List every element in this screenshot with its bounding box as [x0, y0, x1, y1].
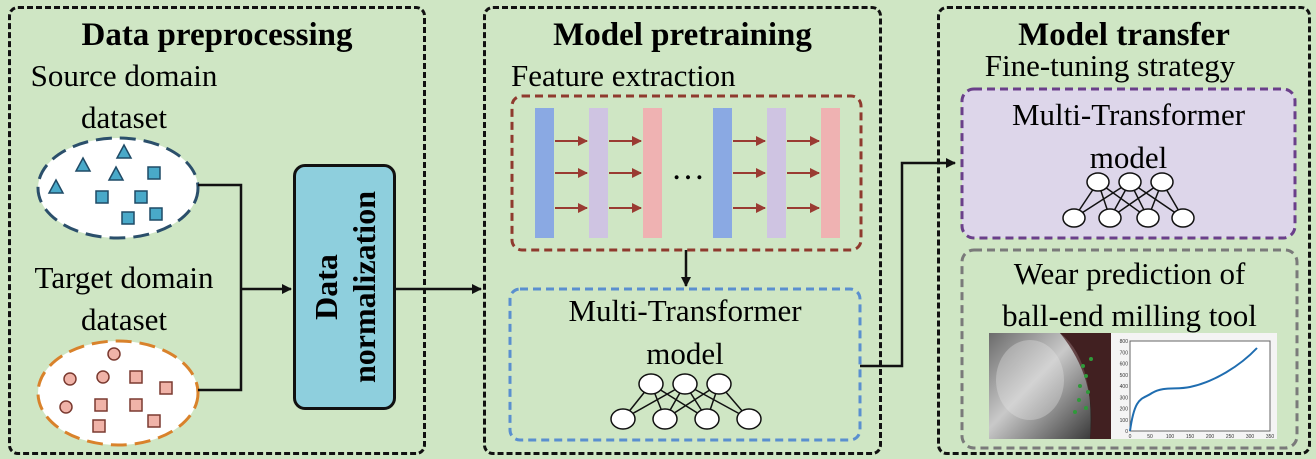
transfer-panel: Model transfer — [937, 6, 1311, 455]
mini-chart-y-tick: 500 — [1120, 373, 1129, 379]
layer-bar — [713, 108, 732, 238]
pretraining-network-icon — [610, 373, 762, 430]
target-square — [129, 398, 143, 412]
source-square — [121, 211, 135, 225]
pretraining-title: Model pretraining — [553, 17, 812, 53]
source-triangle — [107, 165, 125, 181]
target-square — [92, 419, 106, 433]
tool-photo — [989, 333, 1111, 439]
merge-connector — [198, 183, 292, 392]
source-markers — [47, 143, 163, 225]
target-circle — [59, 400, 73, 414]
target-circle — [107, 347, 121, 361]
target-markers — [59, 347, 173, 433]
source-label-line1: Source domain — [30, 58, 218, 93]
preprocessing-panel: Data preprocessing — [8, 6, 426, 455]
target-square — [94, 398, 108, 412]
transfer-model-box — [960, 87, 1297, 240]
mini-chart-ticks: 0 50 100 150 200 250 300 350 0 100 200 300 400 500 600… — [1120, 339, 1275, 440]
target-circle — [96, 370, 110, 384]
mini-chart-y-tick: 200 — [1120, 407, 1129, 413]
target-label-line2: dataset — [80, 302, 168, 337]
data-normalization-box: Data normalization — [293, 164, 396, 410]
normalization-line2: normalization — [345, 191, 382, 383]
source-triangle — [47, 178, 65, 194]
mini-chart-y-tick: 800 — [1120, 339, 1129, 345]
wear-prediction-box — [960, 248, 1299, 450]
preprocessing-title: Data preprocessing — [81, 17, 353, 53]
mini-chart: 0 50 100 150 200 250 300 350 0 100 200 300 400 500 600… — [1111, 333, 1277, 440]
feature-arrows — [555, 136, 820, 213]
target-label-line1: Target domain — [34, 260, 214, 295]
source-square — [95, 190, 109, 204]
feature-extraction-label: Feature extraction — [511, 58, 736, 93]
source-dataset-ellipse — [36, 136, 200, 240]
layers-ellipsis: … — [671, 150, 705, 187]
layer-bar — [767, 108, 786, 238]
transfer-network-icon — [1062, 172, 1195, 228]
mini-chart-y-tick: 300 — [1120, 395, 1129, 401]
layer-bar — [821, 108, 840, 238]
mini-chart-x-tick: 200 — [1206, 434, 1215, 440]
mini-chart-x-tick: 300 — [1246, 434, 1255, 440]
layer-bar — [643, 108, 662, 238]
feature-layers — [535, 108, 840, 238]
source-square — [147, 166, 161, 180]
mini-chart-y-tick: 100 — [1120, 418, 1129, 424]
mini-chart-x-tick: 100 — [1166, 434, 1175, 440]
wear-line2: ball-end milling tool — [1002, 298, 1257, 333]
pretraining-model-line2: model — [646, 336, 724, 371]
source-label-line2: dataset — [80, 100, 168, 135]
mini-chart-y-tick: 600 — [1120, 362, 1129, 368]
target-square — [159, 381, 173, 395]
layer-bar — [589, 108, 608, 238]
fine-tuning-label: Fine-tuning strategy — [984, 48, 1236, 83]
mini-chart-plot-area — [1129, 340, 1271, 432]
mini-chart-x-tick: 350 — [1266, 434, 1275, 440]
mini-chart-curve — [1129, 347, 1258, 432]
mini-chart-x-tick: 250 — [1226, 434, 1235, 440]
data-normalization-label: Data normalization — [307, 191, 383, 383]
wear-line1: Wear prediction of — [1013, 256, 1246, 291]
mini-chart-x-tick: 0 — [1129, 434, 1132, 440]
transfer-model-line2: model — [1089, 140, 1168, 175]
mini-chart-x-tick: 50 — [1147, 434, 1153, 440]
source-triangle — [74, 156, 92, 172]
source-square — [149, 207, 163, 221]
pretraining-model-box — [508, 287, 862, 442]
target-square — [147, 414, 161, 428]
pretraining-model-line1: Multi-Transformer — [568, 293, 802, 328]
pretraining-panel: Model pretraining — [483, 6, 882, 455]
layer-bar — [535, 108, 554, 238]
mini-chart-y-tick: 0 — [1125, 429, 1128, 435]
pretraining-to-transfer-arrow — [860, 158, 956, 368]
transfer-title: Model transfer — [1018, 17, 1230, 53]
source-square — [134, 190, 148, 204]
mini-chart-x-tick: 150 — [1186, 434, 1195, 440]
mini-chart-y-tick: 400 — [1120, 384, 1129, 390]
normalization-line1: Data — [307, 254, 344, 320]
source-triangle — [115, 143, 133, 159]
mini-chart-y-tick: 700 — [1120, 350, 1129, 356]
target-circle — [63, 372, 77, 386]
target-square — [129, 370, 143, 384]
transfer-model-line1: Multi-Transformer — [1011, 97, 1246, 132]
